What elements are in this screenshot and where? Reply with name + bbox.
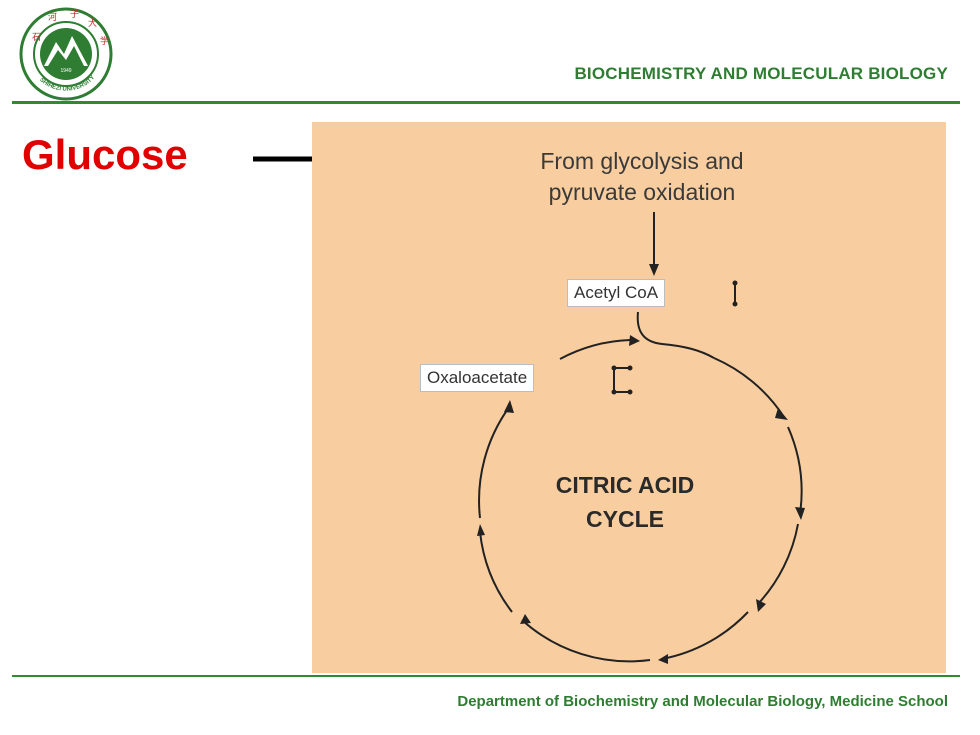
university-logo: 1949 石 河 子 大 学 SHIHEZI UNIVERSITY [19,7,113,101]
cycle-title-line-2: CYCLE [586,506,664,532]
footer-divider [12,675,960,677]
glucose-label: Glucose [22,131,188,178]
header-divider [12,101,960,104]
cycle-diagram [477,212,805,664]
svg-text:1949: 1949 [60,68,71,74]
svg-text:子: 子 [70,9,79,20]
citric-acid-cycle-figure: From glycolysis and pyruvate oxidation A… [312,122,946,673]
svg-text:河: 河 [48,11,57,23]
source-line-1: From glycolysis and [540,148,744,174]
svg-text:大: 大 [88,17,97,29]
course-title: BIOCHEMISTRY AND MOLECULAR BIOLOGY [574,64,948,83]
svg-text:石: 石 [32,33,41,43]
svg-text:学: 学 [100,35,109,47]
oxaloacetate-box: Oxaloacetate [420,364,535,392]
footer-text: Department of Biochemistry and Molecular… [457,693,948,710]
source-label: From glycolysis and pyruvate oxidation [477,146,807,208]
source-line-2: pyruvate oxidation [548,179,736,205]
cycle-title-line-1: CITRIC ACID [555,472,695,498]
acetyl-coa-box: Acetyl CoA [567,279,666,307]
cycle-title: CITRIC ACID CYCLE [500,468,750,536]
